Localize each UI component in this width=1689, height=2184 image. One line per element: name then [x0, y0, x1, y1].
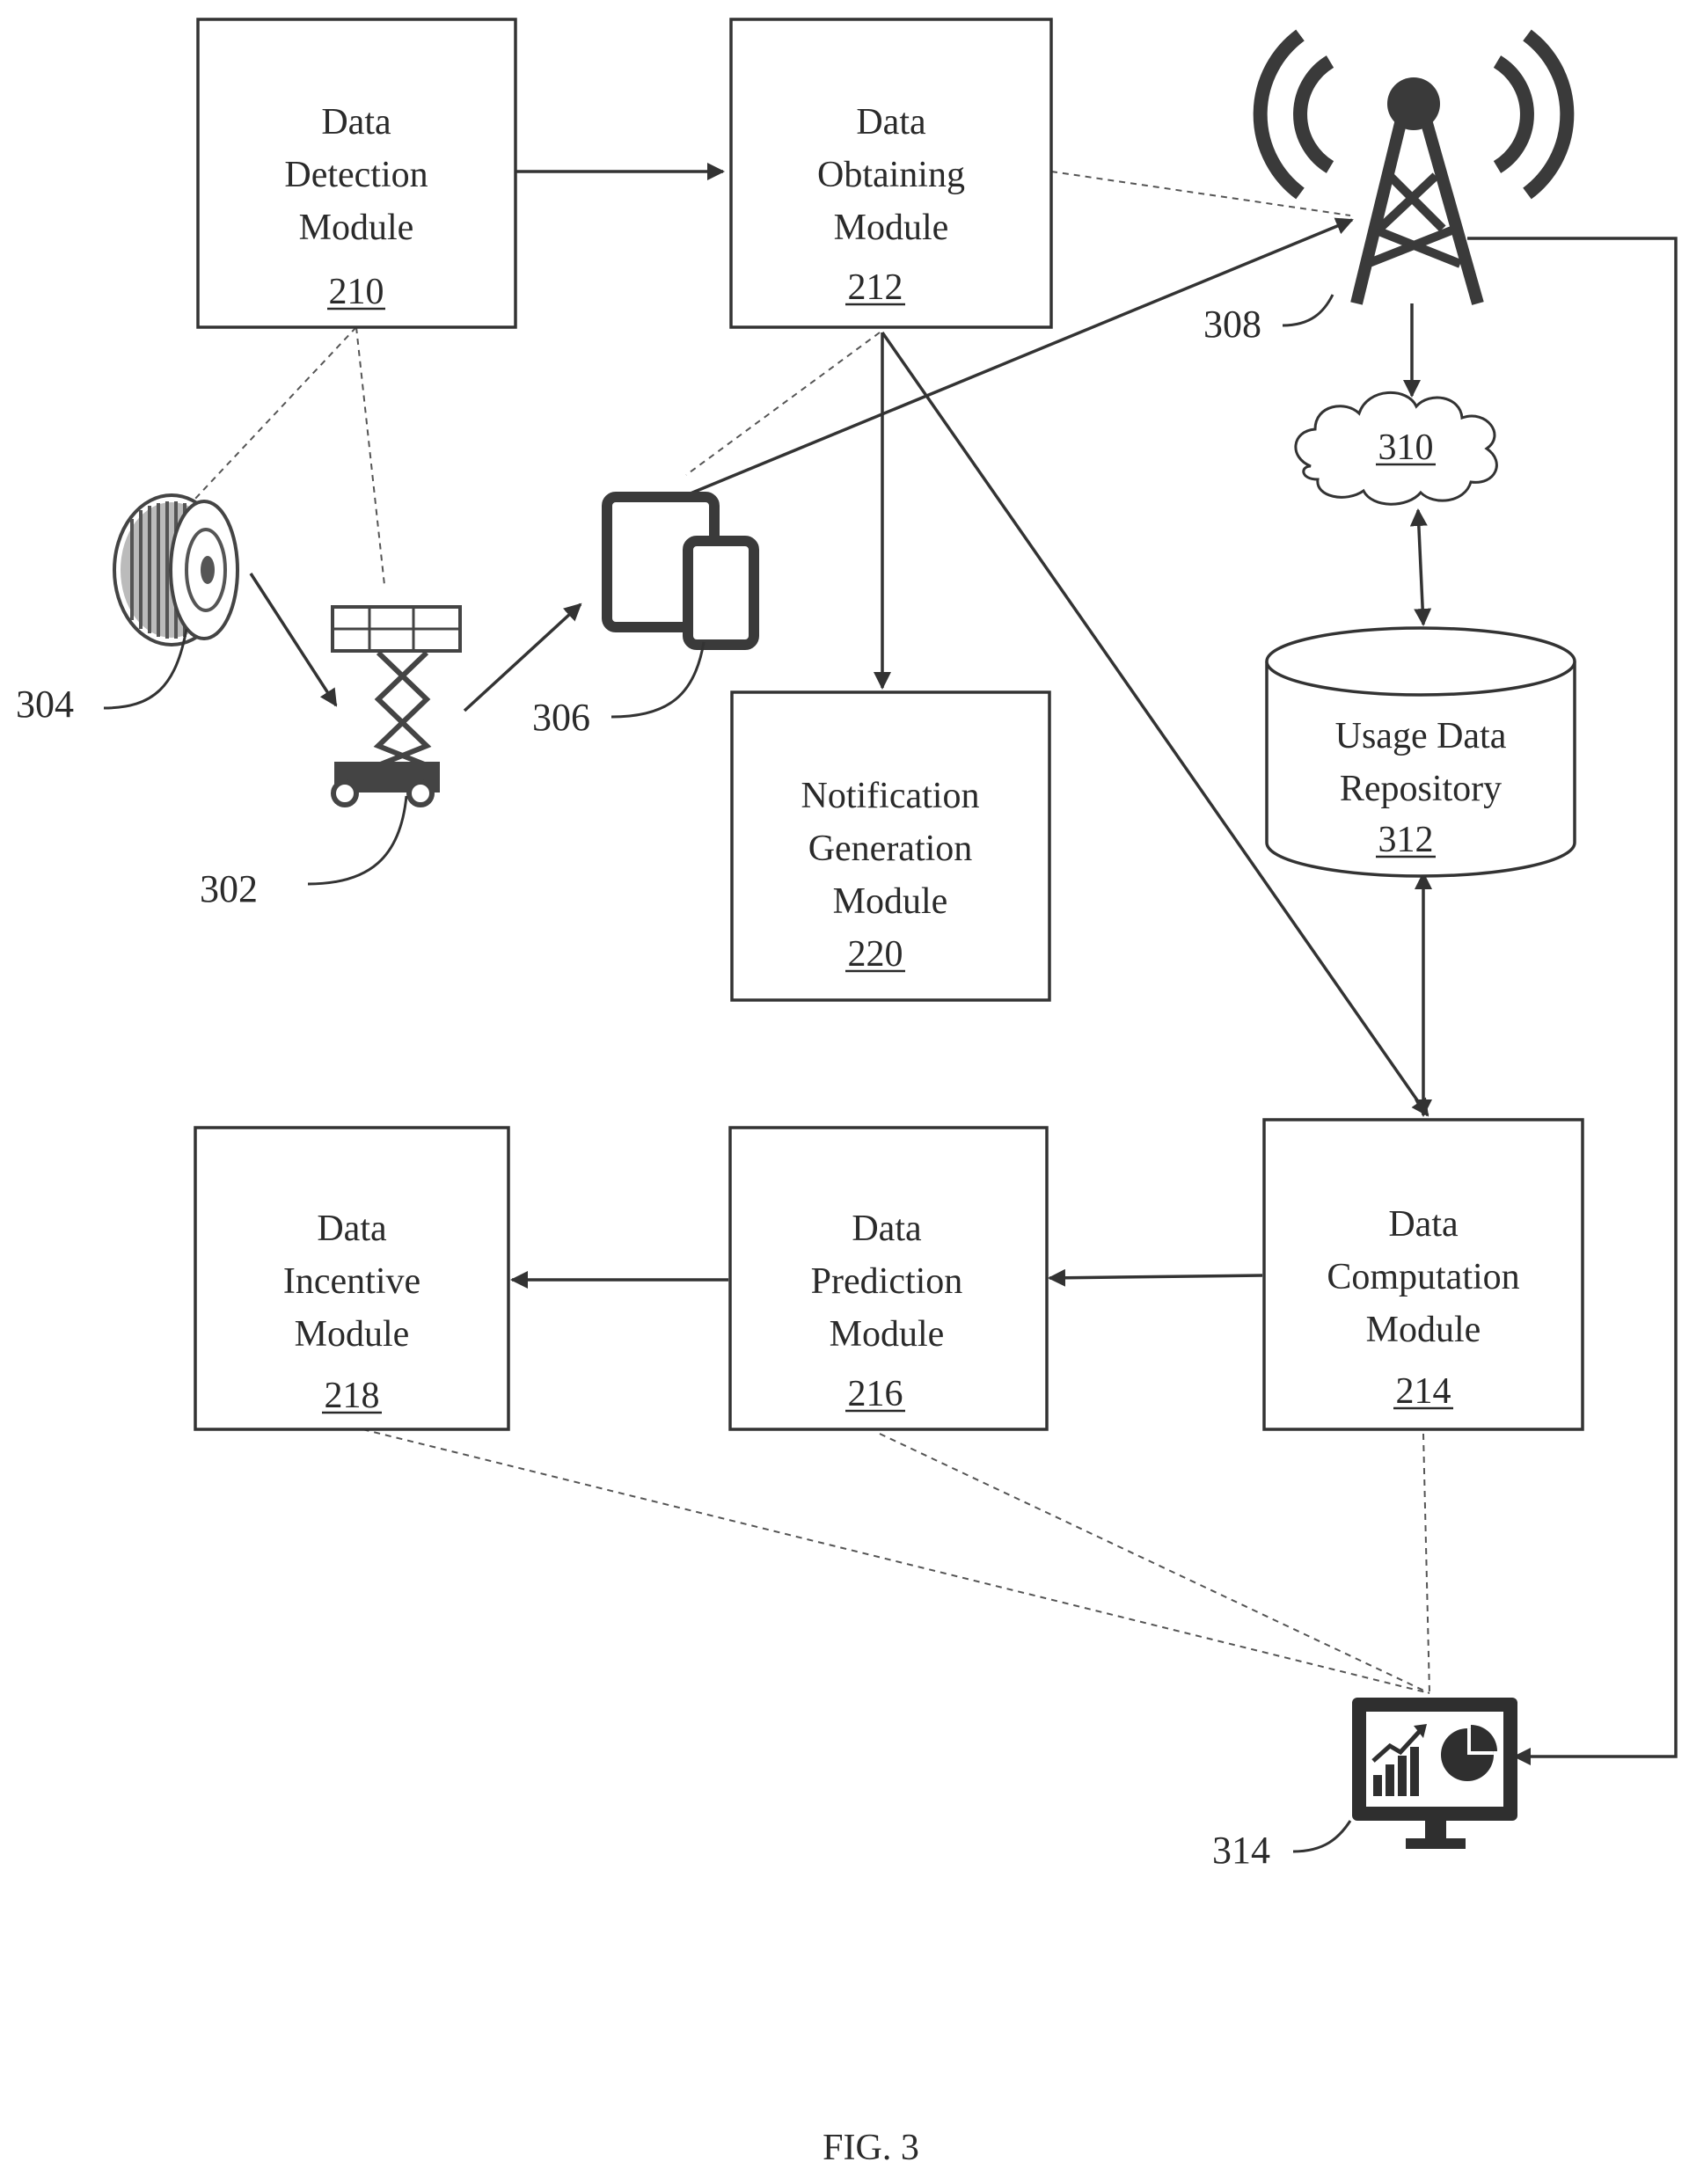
- data-prediction-module-box: Data Prediction Module 216: [730, 1128, 1047, 1429]
- box-line-1: Data: [317, 1209, 387, 1249]
- reference-label: 306: [532, 696, 590, 739]
- box-line-2: Detection: [284, 155, 428, 195]
- scissor-lift-icon: [333, 607, 460, 805]
- box-ref-number: 214: [1396, 1371, 1451, 1412]
- box-line-1: Data: [856, 102, 926, 142]
- cell-tower-icon: [1261, 35, 1568, 303]
- repository-ref-number: 312: [1378, 820, 1434, 860]
- reference-label: 302: [200, 867, 258, 910]
- tablet-phone-icon: [607, 497, 754, 645]
- label-306: 306: [532, 642, 704, 739]
- repository-line-1: Usage Data: [1335, 716, 1507, 756]
- tire-icon: [114, 495, 238, 645]
- label-308: 308: [1203, 295, 1333, 346]
- box-line-3: Module: [295, 1314, 410, 1355]
- box-line-3: Module: [833, 881, 948, 922]
- box-line-2: Prediction: [811, 1261, 963, 1302]
- data-incentive-module-box: Data Incentive Module 218: [195, 1128, 508, 1429]
- box-line-1: Data: [852, 1209, 922, 1249]
- box-line-2: Obtaining: [817, 155, 965, 195]
- box-line-3: Module: [834, 208, 949, 248]
- box-line-2: Incentive: [283, 1261, 420, 1302]
- monitor-dashboard-icon: [1352, 1698, 1517, 1849]
- box-ref-number: 218: [325, 1376, 380, 1416]
- cloud-ref-number: 310: [1378, 427, 1434, 468]
- figure-caption: FIG. 3: [823, 2128, 919, 2168]
- label-302: 302: [200, 796, 406, 910]
- box-line-2: Generation: [808, 829, 973, 869]
- reference-label: 314: [1212, 1829, 1270, 1872]
- repository-line-2: Repository: [1340, 769, 1502, 809]
- box-line-1: Data: [1388, 1204, 1459, 1245]
- box-line-3: Module: [299, 208, 414, 248]
- box-line-1: Notification: [801, 776, 980, 816]
- database-cylinder-icon: Usage Data Repository 312: [1267, 628, 1575, 876]
- box-ref-number: 210: [329, 272, 384, 312]
- box-line-2: Computation: [1327, 1257, 1519, 1297]
- reference-label: 304: [16, 683, 74, 726]
- notification-generation-module-box: Notification Generation Module 220: [732, 692, 1049, 1000]
- box-line-1: Data: [321, 102, 391, 142]
- box-ref-number: 220: [848, 934, 903, 975]
- box-line-3: Module: [830, 1314, 945, 1355]
- box-line-3: Module: [1366, 1310, 1481, 1350]
- data-obtaining-module-box: Data Obtaining Module 212: [731, 19, 1051, 327]
- label-314: 314: [1212, 1821, 1350, 1872]
- data-detection-module-box: Data Detection Module 210: [198, 19, 515, 327]
- reference-label: 308: [1203, 303, 1261, 346]
- box-ref-number: 216: [848, 1374, 903, 1414]
- cloud-icon: 310: [1296, 392, 1496, 504]
- data-computation-module-box: Data Computation Module 214: [1264, 1120, 1583, 1429]
- box-ref-number: 212: [848, 267, 903, 308]
